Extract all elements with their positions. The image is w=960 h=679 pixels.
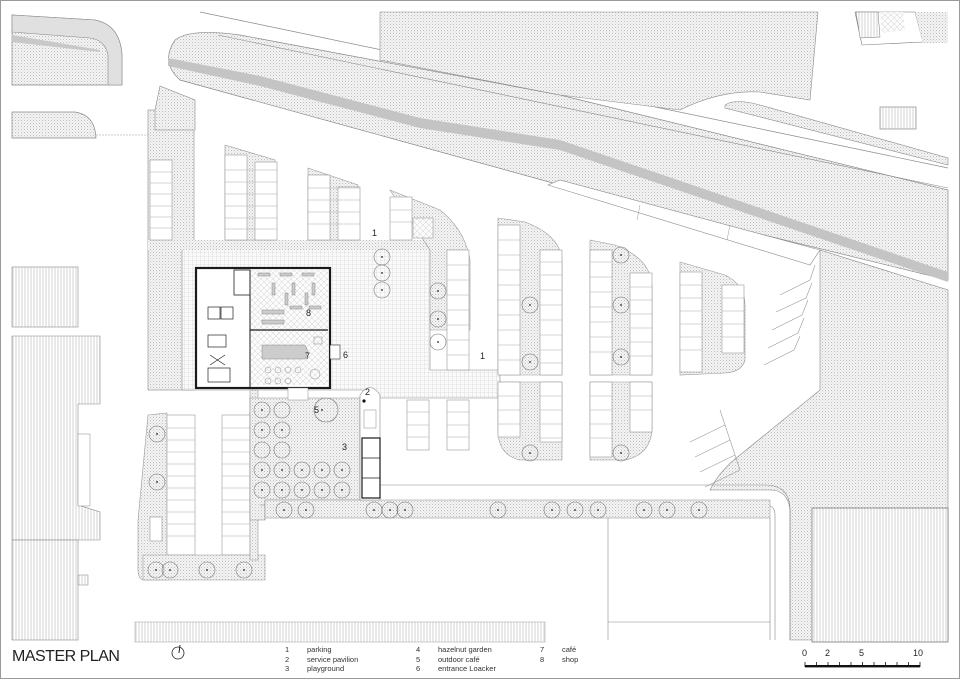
angled-bus-parking: [689, 264, 816, 488]
plan-labels: 1 1 2 3 5 6 7 8: [305, 228, 485, 452]
label-parking-1b: 1: [480, 351, 485, 361]
label-outdoor-cafe: 5: [314, 405, 319, 415]
north-arrow-icon: [171, 644, 185, 660]
label-cafe: 7: [305, 351, 310, 361]
drawing-title: MASTER PLAN: [12, 648, 120, 665]
label-parking-1: 1: [372, 228, 377, 238]
tree-promenade: [264, 499, 771, 519]
trees: [147, 246, 708, 579]
scale-label-5: 5: [859, 648, 865, 658]
scale-labels: 0 2 5 10: [800, 648, 930, 672]
left-building: [11, 266, 101, 641]
label-service-pavilion: 2: [365, 387, 370, 397]
tree-trunks: [155, 254, 700, 571]
main-building: [194, 266, 341, 401]
service-pavilion: [359, 387, 381, 501]
upper-right-terrain: [379, 11, 949, 166]
label-entrance: 6: [343, 350, 348, 360]
scale-label-2: 2: [825, 648, 831, 658]
right-terrain: [709, 249, 949, 643]
parking-southwest: [137, 389, 266, 581]
label-playground: 3: [342, 442, 347, 452]
scale-label-10: 10: [913, 648, 924, 658]
parking-east: [406, 217, 746, 461]
scale-label-0: 0: [802, 648, 808, 658]
scale-bar: [804, 662, 921, 668]
sidewalk-north: [547, 179, 821, 266]
road-top-left: [11, 14, 150, 139]
label-shop: 8: [306, 308, 311, 318]
